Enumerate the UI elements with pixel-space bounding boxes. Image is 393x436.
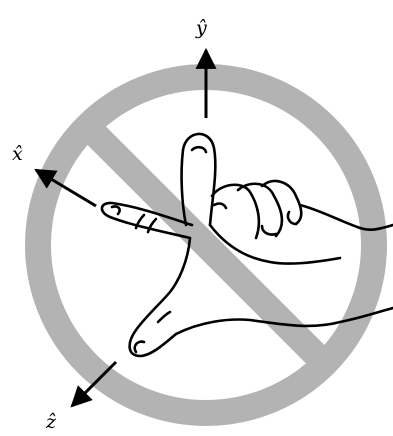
x-axis-label: x̂ xyxy=(12,143,23,165)
z-axis-label: ẑ xyxy=(45,411,57,433)
y-axis-label: ŷ xyxy=(195,17,207,39)
prohibition-sign-icon xyxy=(38,77,374,413)
